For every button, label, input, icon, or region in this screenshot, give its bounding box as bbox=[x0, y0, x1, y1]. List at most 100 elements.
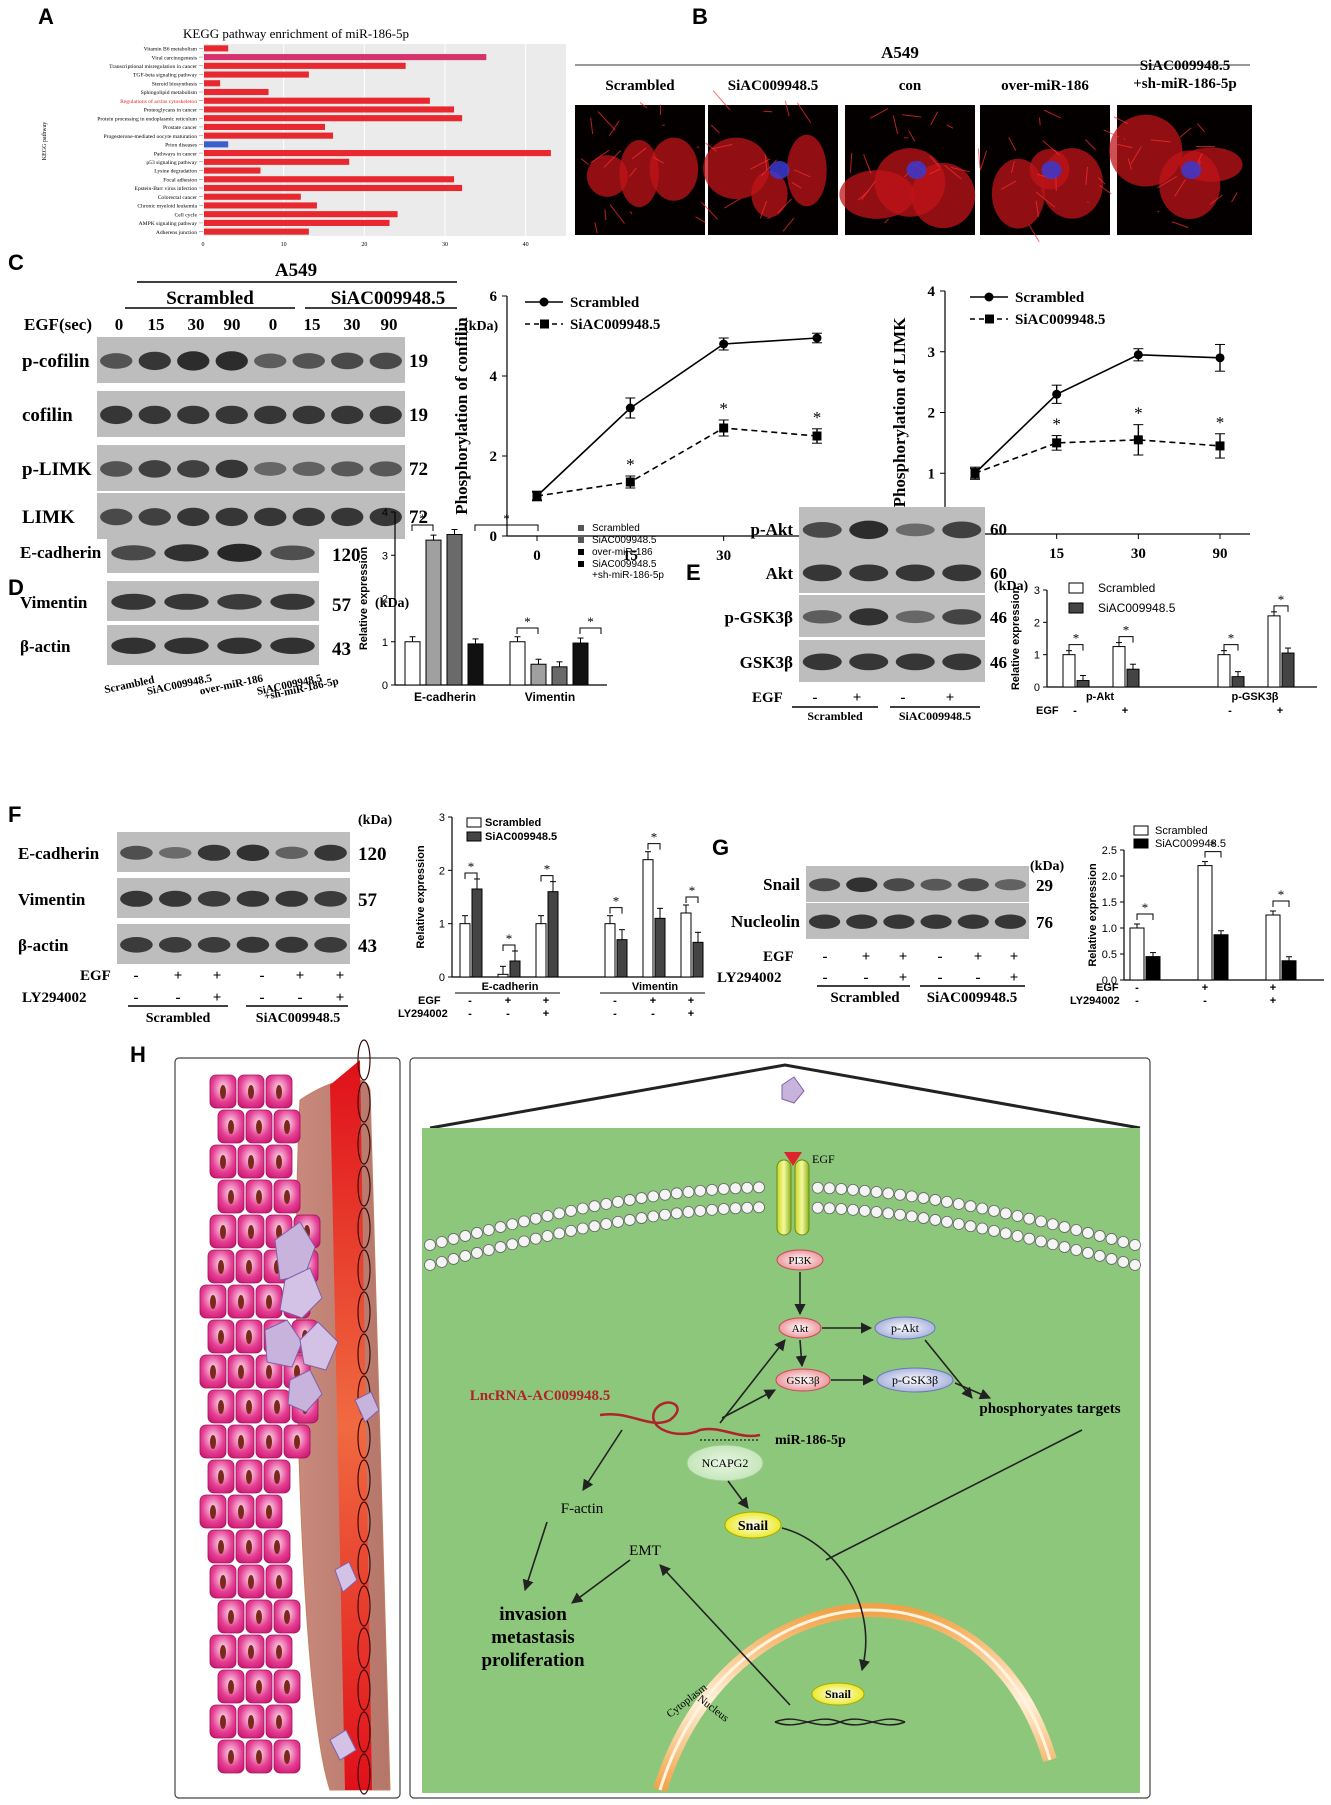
x-tick: 15 bbox=[623, 548, 638, 564]
egf-sign: + bbox=[1270, 982, 1276, 994]
data-point bbox=[532, 491, 542, 501]
blot-band bbox=[275, 936, 309, 953]
data-point bbox=[970, 468, 980, 478]
significance-bracket bbox=[685, 896, 699, 903]
blot-band bbox=[802, 653, 842, 671]
legend-entry: SiAC009948.5 bbox=[592, 535, 657, 546]
blot-band bbox=[254, 462, 287, 476]
significance-star: * bbox=[689, 883, 696, 898]
significance-star: * bbox=[1278, 592, 1285, 607]
blot-band bbox=[215, 459, 248, 479]
blot-band bbox=[177, 507, 210, 527]
panel-b-label: over-miR-186 bbox=[1001, 78, 1089, 94]
bar bbox=[404, 641, 421, 686]
y-tick: 0 bbox=[439, 972, 445, 984]
chart-phospho-limk: 012340153090Phosphorylation of LIMK***Sc… bbox=[890, 284, 1250, 562]
y-tick: 2 bbox=[439, 865, 445, 877]
significance-bracket bbox=[1223, 644, 1239, 651]
y-tick: 2 bbox=[1034, 617, 1040, 629]
bar bbox=[1112, 646, 1126, 688]
significance-star: * bbox=[1142, 900, 1149, 915]
kegg-category-label: Colorectal cancer bbox=[158, 195, 197, 201]
significance-star: * bbox=[524, 614, 531, 629]
svg-text:Akt: Akt bbox=[792, 1323, 809, 1335]
blot-band bbox=[849, 520, 889, 540]
egf-sign: - bbox=[1073, 705, 1077, 717]
blot-band bbox=[957, 878, 989, 892]
significance-bracket bbox=[579, 627, 602, 634]
significance-bracket bbox=[1136, 913, 1154, 920]
significance-star: * bbox=[503, 511, 510, 526]
panel-letter-c: C bbox=[8, 250, 24, 275]
node-p-gsk3b: p-GSK3β bbox=[876, 1367, 954, 1393]
blot-band bbox=[158, 847, 192, 859]
blot-band bbox=[138, 405, 171, 425]
svg-text:NCAPG2: NCAPG2 bbox=[702, 1456, 749, 1470]
svg-text:PI3K: PI3K bbox=[788, 1255, 811, 1267]
significance-star: * bbox=[544, 862, 551, 877]
blot-band bbox=[957, 914, 989, 929]
blot-row-label: p-LIMK bbox=[22, 459, 92, 480]
blot-band bbox=[883, 914, 915, 929]
y-tick: 0 bbox=[382, 680, 388, 692]
ly-sign: - bbox=[260, 990, 265, 1006]
bar bbox=[446, 533, 463, 686]
bar bbox=[1062, 654, 1076, 688]
y-axis-label: Phosphorylation of confilin bbox=[452, 317, 471, 515]
blot-band bbox=[111, 637, 156, 654]
kegg-bars bbox=[204, 45, 551, 235]
blot-row-label: cofilin bbox=[22, 405, 73, 426]
ly-sign: - bbox=[134, 990, 139, 1006]
y-axis-label: Relative expression bbox=[1010, 587, 1022, 691]
significance-star: * bbox=[1052, 415, 1061, 434]
egf-ligand-icon bbox=[784, 1152, 802, 1166]
blot-band bbox=[215, 351, 248, 371]
blot-kda: 29 bbox=[1036, 876, 1053, 895]
blot-kda: 60 bbox=[990, 520, 1007, 539]
blot-row-label: E-cadherin bbox=[20, 543, 102, 562]
panel-letter-b: B bbox=[692, 4, 708, 29]
y-tick: 0.0 bbox=[1102, 975, 1117, 987]
significance-bracket bbox=[464, 872, 478, 879]
blot-row-label: Snail bbox=[763, 875, 800, 894]
data-point bbox=[719, 339, 729, 349]
ly-sign: + bbox=[1270, 995, 1276, 1007]
bar bbox=[509, 641, 526, 686]
panel-letter-a: A bbox=[38, 4, 54, 29]
kegg-category-label: Chronic myeloid leukemia bbox=[137, 204, 197, 210]
ly-sign: + bbox=[213, 990, 222, 1006]
panel-b-label: Scrambled bbox=[605, 78, 675, 94]
egf-sign: + bbox=[688, 995, 694, 1007]
panel-letters: A B C D E F G H bbox=[8, 4, 729, 1067]
significance-bracket bbox=[1118, 636, 1134, 643]
y-tick: 1 bbox=[1034, 650, 1040, 662]
blot-band bbox=[158, 937, 192, 953]
kegg-bar bbox=[204, 132, 334, 139]
bar bbox=[1129, 927, 1145, 981]
blot-kda: 46 bbox=[990, 653, 1007, 672]
kegg-x-tick: 30 bbox=[442, 242, 448, 248]
data-point bbox=[1133, 350, 1143, 360]
cell-membrane bbox=[424, 1181, 1141, 1271]
blot-band bbox=[270, 637, 315, 654]
blot-row-label: Nucleolin bbox=[731, 912, 800, 931]
blot-band bbox=[846, 877, 878, 893]
kegg-category-label: Viral carcinogenesis bbox=[152, 55, 197, 61]
kegg-category-label: Pathways in cancer bbox=[154, 151, 197, 157]
bar bbox=[1076, 680, 1090, 688]
ly-sign: - bbox=[176, 990, 181, 1006]
ly-sign: + bbox=[543, 1008, 549, 1020]
egf-sign: + bbox=[1122, 705, 1128, 717]
significance-star: * bbox=[719, 399, 728, 418]
kegg-bar bbox=[204, 158, 350, 165]
zoom-cell-icon bbox=[781, 1076, 805, 1104]
x-category: Vimentin bbox=[632, 981, 679, 993]
node-ncapg2: NCAPG2 bbox=[686, 1444, 764, 1482]
bar bbox=[535, 923, 547, 978]
significance-star: * bbox=[813, 408, 822, 427]
endothelial-cells bbox=[357, 1039, 371, 1795]
significance-bracket bbox=[502, 944, 516, 951]
blot-band bbox=[895, 653, 935, 671]
